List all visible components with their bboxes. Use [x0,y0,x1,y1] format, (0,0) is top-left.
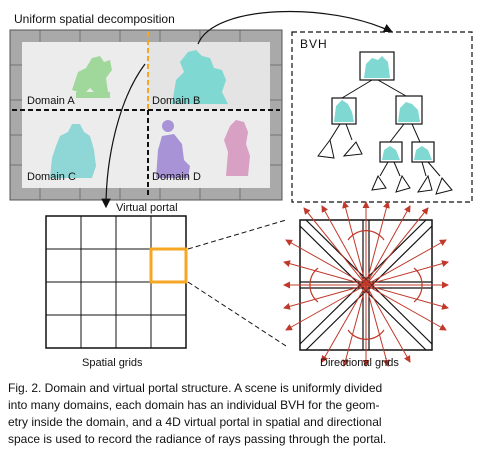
domain-b-label: Domain B [152,95,201,107]
spatial-grids-label: Spatial grids [82,357,143,369]
figure-diagram [9,10,473,367]
bvh-panel [291,31,473,203]
caption-line: space is used to record the radiance of … [8,432,387,446]
virtual-portal-label: Virtual portal [116,202,178,214]
highlighted-cell [149,247,188,284]
domain-c-label: Domain C [27,171,76,183]
domain-d-label: Domain D [152,171,201,183]
domain-c-statue [50,124,96,178]
domain-d-figure [156,120,190,178]
caption-line: Fig. 2. Domain and virtual portal struct… [8,381,383,395]
scene-panel [9,29,283,201]
caption-line: etry inside the domain, and a 4D virtual… [8,415,382,429]
domain-d-vase [224,120,250,176]
direction-arrows [283,201,449,367]
domain-b-statue [172,50,228,104]
bvh-label: BVH [300,37,328,51]
directional-grids-label: Directional grids [320,357,399,369]
domain-a-label: Domain A [27,95,75,107]
domain-a-statue [72,56,112,98]
figure-title: Uniform spatial decomposition [14,12,175,26]
figure-caption: Fig. 2. Domain and virtual portal struct… [8,380,488,448]
spatial-grid [45,215,188,349]
scene-to-bvh-arrow [197,10,394,45]
divider-to-portal-arrow [101,63,146,209]
caption-line: into many domains, each domain has an in… [8,398,380,412]
